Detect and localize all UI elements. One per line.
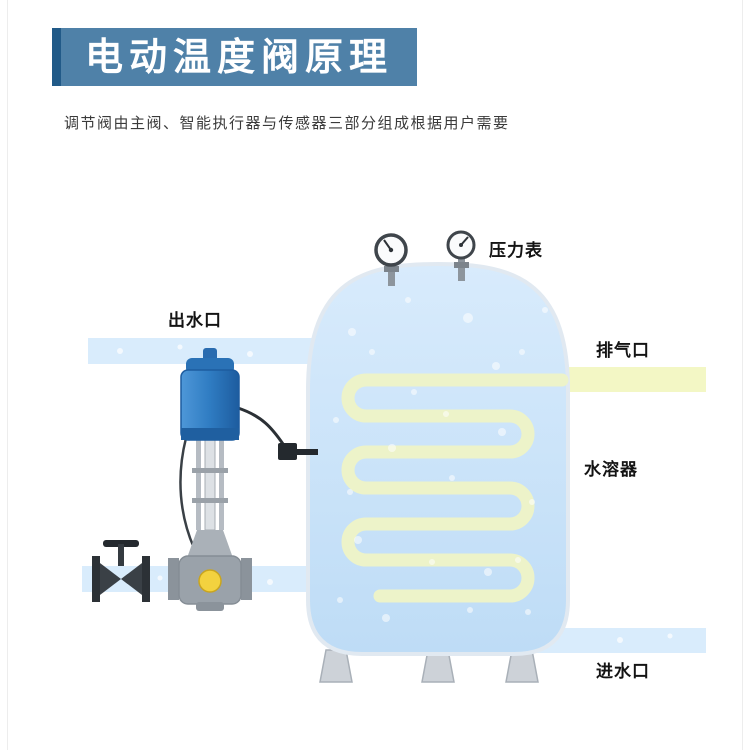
electric-control-valve bbox=[168, 348, 318, 611]
label-water-outlet: 出水口 bbox=[168, 311, 222, 331]
header-accent-bar bbox=[52, 28, 61, 86]
label-pressure-gauge: 压力表 bbox=[489, 241, 543, 261]
electric-actuator-icon bbox=[180, 348, 240, 441]
water-bubbles bbox=[333, 297, 548, 622]
page-header: 电动温度阀原理 bbox=[52, 28, 418, 86]
manual-valve-icon bbox=[92, 540, 150, 602]
right-edge-line bbox=[742, 0, 743, 750]
pressure-gauge-icon bbox=[446, 230, 476, 260]
heating-coil bbox=[341, 373, 569, 603]
outlet-pipe bbox=[88, 338, 312, 364]
pressure-gauges bbox=[374, 230, 476, 286]
page-title: 电动温度阀原理 bbox=[61, 28, 418, 86]
label-exhaust-port: 排气口 bbox=[596, 341, 650, 361]
valve-brand-badge bbox=[198, 569, 222, 593]
label-water-tank: 水溶器 bbox=[584, 460, 638, 480]
tank-legs bbox=[319, 649, 539, 683]
pressure-gauge-icon bbox=[374, 233, 408, 267]
page-subtitle: 调节阀由主阀、智能执行器与传感器三部分组成根据用户需要 bbox=[64, 114, 510, 132]
label-water-inlet: 进水口 bbox=[596, 662, 650, 682]
exhaust-pipe bbox=[556, 367, 706, 392]
left-edge-line bbox=[7, 0, 8, 750]
temperature-sensor-icon bbox=[278, 443, 318, 460]
